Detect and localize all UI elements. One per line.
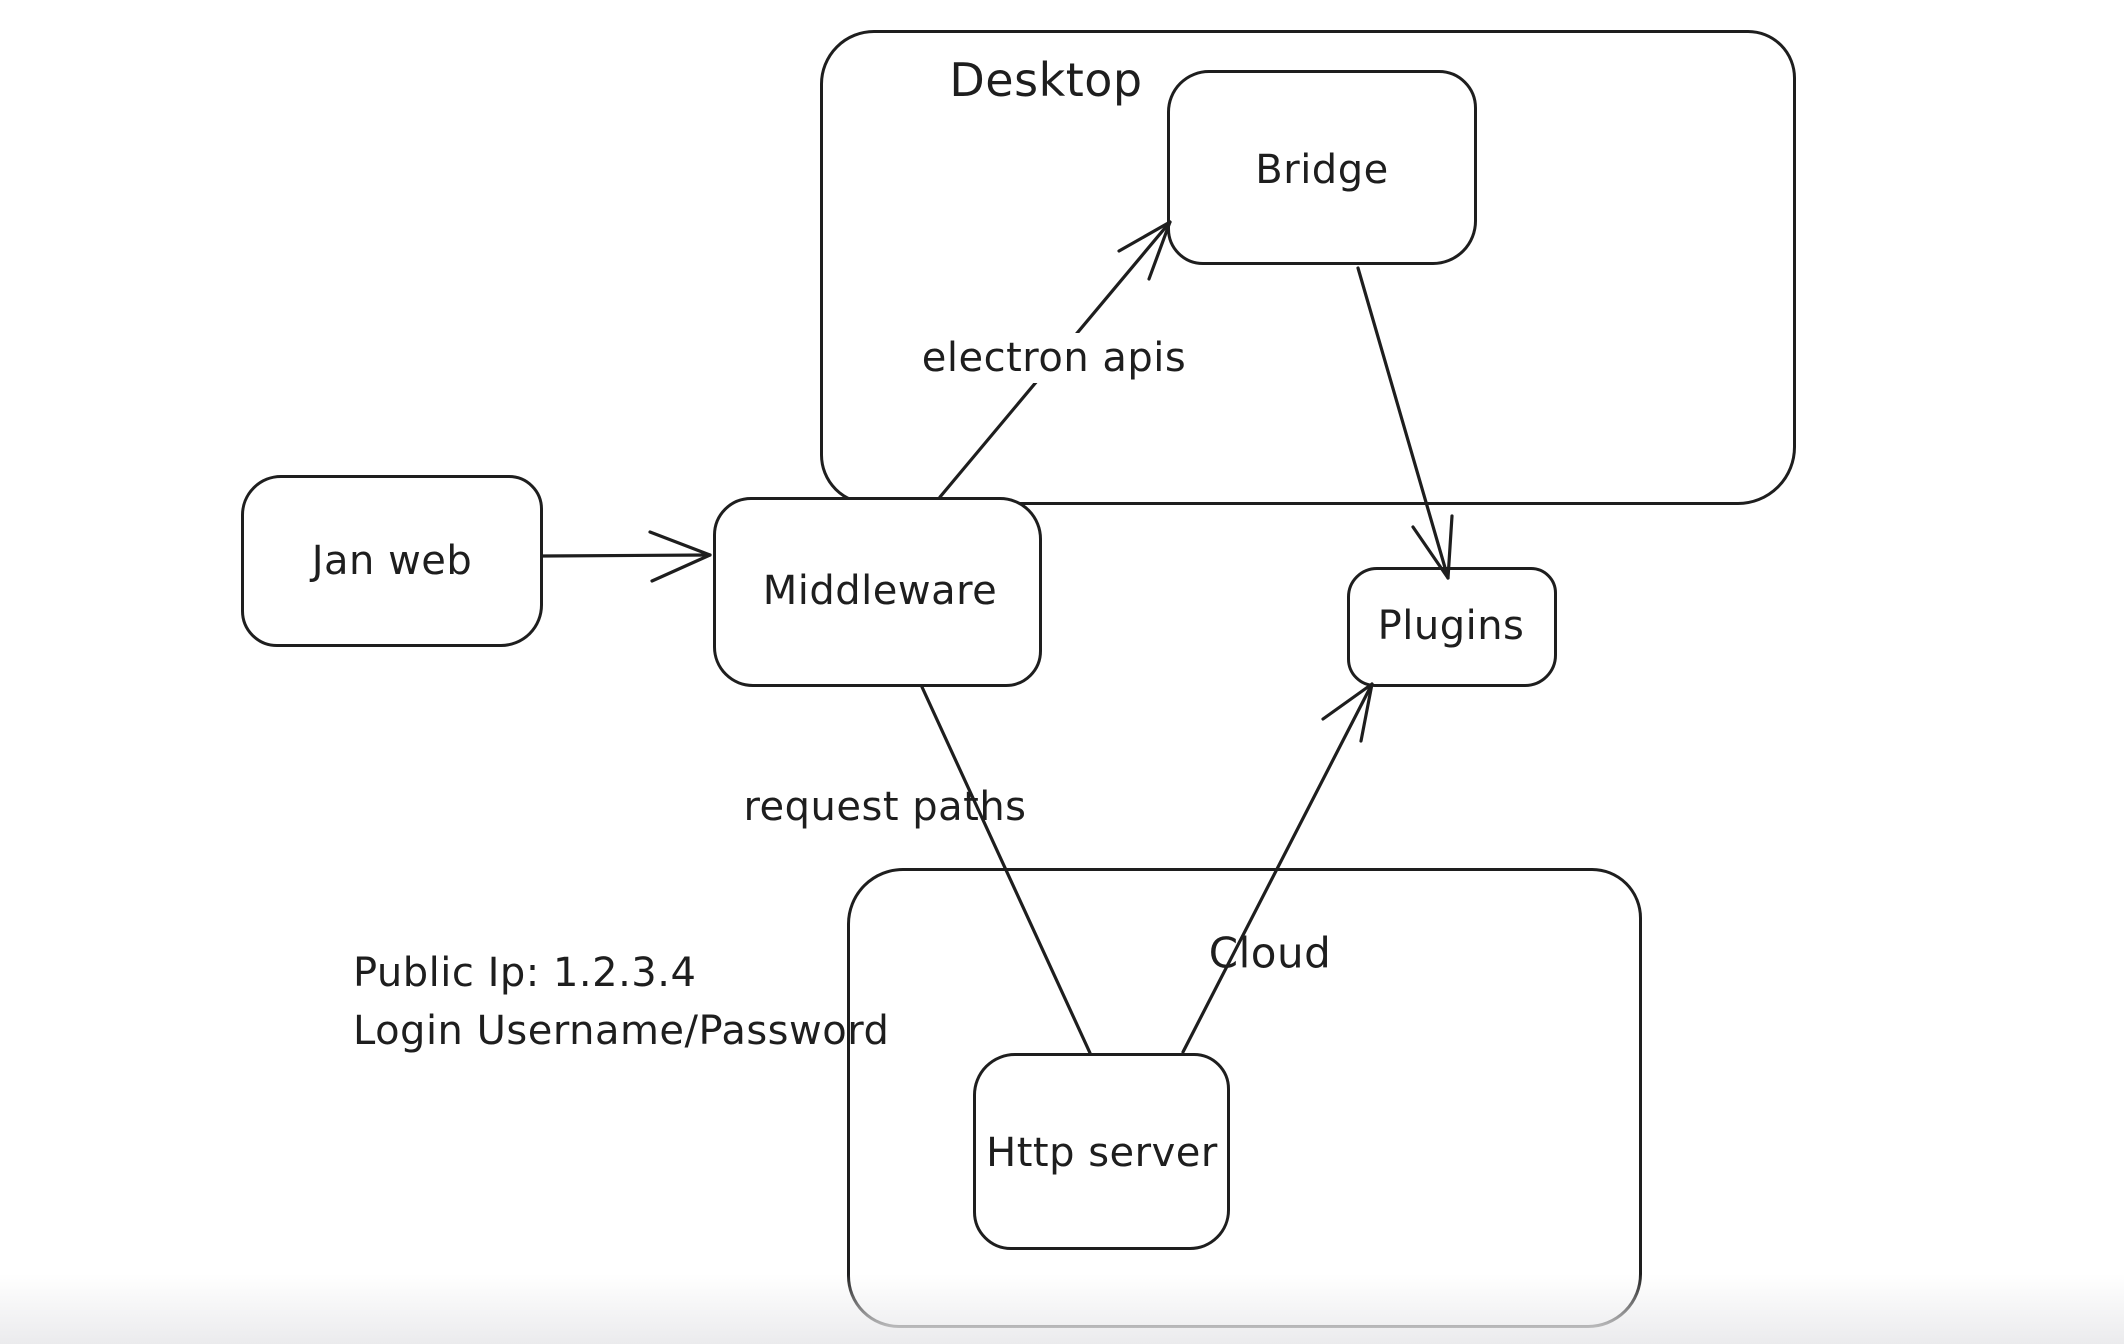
edge-middleware-to-http-server[interactable]: [920, 685, 1092, 1055]
node-middleware[interactable]: [713, 497, 1042, 687]
edge-label-electron-apis: electron apis: [907, 333, 1201, 383]
node-http-server-label: Http server: [986, 1130, 1218, 1176]
annotation-public-ip[interactable]: Public Ip: 1.2.3.4: [353, 950, 697, 996]
arrowhead-icon: [1321, 682, 1374, 743]
edge-jan-web-to-middleware[interactable]: [541, 530, 712, 583]
cloud-container-label: Cloud: [1208, 928, 1332, 978]
arrowhead-icon: [648, 530, 712, 583]
edge-http-server-to-plugins[interactable]: [1181, 682, 1374, 1054]
node-middleware-label: Middleware: [762, 568, 998, 614]
node-jan-web-label: Jan web: [311, 538, 473, 584]
edge-line: [541, 553, 712, 558]
edge-line: [920, 685, 1092, 1055]
node-jan-web[interactable]: [241, 475, 543, 647]
annotation-login[interactable]: Login Username/Password: [353, 1008, 890, 1054]
arrowhead-icon: [1411, 514, 1454, 580]
node-plugins[interactable]: [1347, 567, 1557, 687]
edge-label-request-paths: request paths: [743, 784, 1027, 830]
node-bridge-label: Bridge: [1255, 147, 1389, 193]
edge-bridge-to-plugins[interactable]: [1356, 266, 1454, 580]
arrowhead-icon: [1117, 220, 1172, 281]
node-http-server[interactable]: [973, 1053, 1230, 1250]
node-bridge[interactable]: [1167, 70, 1477, 265]
node-plugins-label: Plugins: [1377, 603, 1525, 649]
edge-line: [1181, 682, 1374, 1054]
desktop-container-label: Desktop: [949, 53, 1143, 107]
desktop-container[interactable]: [820, 30, 1796, 505]
edge-line: [1356, 266, 1450, 580]
